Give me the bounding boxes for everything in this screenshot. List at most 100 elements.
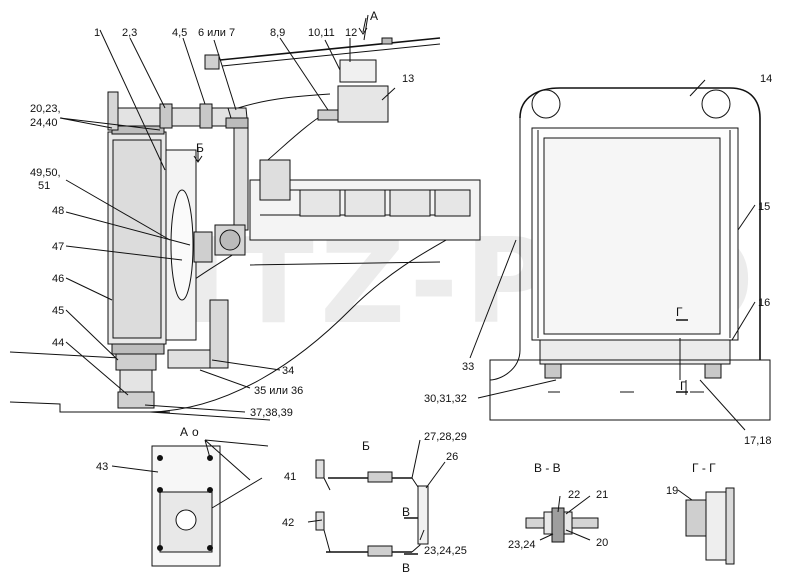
lower-vertical-pipe <box>209 299 229 369</box>
frame-box <box>489 359 771 421</box>
callout-49-50: 49,50, <box>30 167 61 179</box>
cut-v-top: В <box>402 505 410 519</box>
callout-37-38-39: 37,38,39 <box>250 407 293 419</box>
callout-6-7: 6 или 7 <box>198 27 235 39</box>
callout-34: 34 <box>282 365 294 377</box>
hood-side-left <box>489 118 521 381</box>
callout-51: 51 <box>38 180 50 192</box>
cut-g-ticks <box>676 319 688 393</box>
callout-labels: 1 2,3 4,5 6 или 7 8,9 10,11 12 А 13 20,2… <box>30 9 772 575</box>
leaders <box>59 14 756 541</box>
manifold-3 <box>389 189 431 217</box>
bolt-4 <box>207 487 213 493</box>
fuel-lines <box>249 239 470 266</box>
rod-sleeve-bottom <box>367 545 393 557</box>
view-b-label: Б <box>362 439 370 453</box>
callout-16: 16 <box>758 297 770 309</box>
pipe-clamp-1 <box>159 103 173 129</box>
mount-left <box>544 363 562 379</box>
lower-pipe <box>167 349 214 369</box>
front-view <box>489 87 771 421</box>
view-b-arrow-icon <box>193 148 203 163</box>
callout-42: 42 <box>282 517 294 529</box>
callout-2-3: 2,3 <box>122 27 137 39</box>
hood-curve <box>149 219 481 413</box>
bolt-5 <box>157 545 163 551</box>
hood-hole-right <box>701 89 731 119</box>
callout-27-28-29: 27,28,29 <box>424 431 467 443</box>
bolt-1 <box>157 455 163 461</box>
bolt-3 <box>157 487 163 493</box>
cut-v-bottom: В <box>402 561 410 575</box>
callout-35-36: 35 или 36 <box>254 385 303 397</box>
callout-20-23: 20,23, <box>30 103 61 115</box>
callout-21: 21 <box>596 489 608 501</box>
manifold-1 <box>299 189 341 217</box>
pipe-clamp-2 <box>199 103 213 129</box>
rod-right-plate <box>417 485 429 545</box>
callout-13: 13 <box>402 73 414 85</box>
callout-19: 19 <box>666 485 678 497</box>
callout-23-24-vv: 23,24 <box>508 539 536 551</box>
mount-right <box>704 363 722 379</box>
fan-blade <box>170 189 194 301</box>
gg-wall <box>725 487 735 565</box>
tank-bracket <box>339 59 377 83</box>
turbo <box>259 159 291 201</box>
rod-bracket-tl <box>315 459 325 479</box>
cut-v-ticks <box>404 517 418 555</box>
hood-outline <box>519 87 761 360</box>
vent-hose <box>261 117 319 166</box>
view-b-arrow-label: Б <box>196 141 204 155</box>
callout-23-24-25: 23,24,25 <box>424 545 467 557</box>
callout-15: 15 <box>758 201 770 213</box>
frame-line-lower <box>9 401 170 413</box>
callout-43: 43 <box>96 461 108 473</box>
rubber-pad <box>119 369 153 393</box>
radiator-bottom-tank <box>111 343 165 355</box>
pipe-elbow <box>225 117 249 129</box>
radiator-mount <box>115 353 157 371</box>
cut-g-bottom: Г <box>680 379 687 393</box>
bolt-6 <box>207 545 213 551</box>
radiator-core-front <box>543 137 721 335</box>
callout-22: 22 <box>568 489 580 501</box>
pulley <box>219 229 241 251</box>
hood-hole-left <box>531 89 561 119</box>
bracket-hole <box>175 509 197 531</box>
section-vv-label: В - В <box>534 461 561 475</box>
manifold-4 <box>434 189 471 217</box>
rod-mount <box>381 37 393 45</box>
callout-12: 12 <box>345 27 357 39</box>
callout-14: 14 <box>760 73 772 85</box>
expansion-tank <box>337 85 389 123</box>
tank-outlet <box>317 109 339 121</box>
callout-24-40: 24,40 <box>30 117 58 129</box>
callout-20: 20 <box>596 537 608 549</box>
section-gg <box>685 487 735 565</box>
view-b <box>315 459 429 557</box>
view-a-arrow-icon <box>358 17 368 35</box>
cut-g-top: Г <box>676 305 683 319</box>
mount-bracket <box>117 391 155 409</box>
view-a-arrow-label: А <box>370 9 378 23</box>
radiator-inner <box>112 139 162 339</box>
callout-45: 45 <box>52 305 64 317</box>
manifold-2 <box>344 189 386 217</box>
callout-4-5: 4,5 <box>172 27 187 39</box>
rod-end <box>204 54 220 70</box>
callout-10-11: 10,11 <box>308 27 335 39</box>
hood-rod-edge <box>221 43 441 67</box>
frame-line-lower2 <box>149 411 271 421</box>
fan-hub <box>193 231 213 263</box>
side-view <box>9 37 481 421</box>
section-vv <box>525 507 599 543</box>
callout-17-18: 17,18 <box>744 435 772 447</box>
upper-pipe <box>117 107 239 127</box>
callout-47: 47 <box>52 241 64 253</box>
view-a-label: А <box>180 425 188 439</box>
rod-sleeve-top <box>367 471 393 483</box>
callout-46: 46 <box>52 273 64 285</box>
